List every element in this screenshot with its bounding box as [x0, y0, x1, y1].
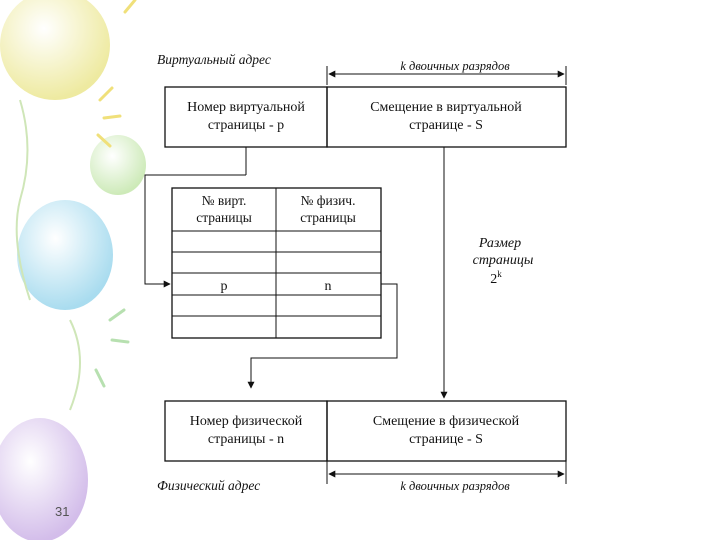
svg-text:Смещение в физической: Смещение в физической	[373, 414, 520, 429]
table-cell-p: p	[221, 279, 228, 294]
page-size-value: 2k	[490, 269, 502, 287]
svg-text:странице - S: странице - S	[409, 432, 483, 447]
svg-text:странице - S: странице - S	[409, 118, 483, 133]
slide-number: 31	[55, 504, 70, 519]
svg-text:Номер виртуальной: Номер виртуальной	[187, 100, 305, 115]
table-header-virtual: № вирт.	[202, 193, 247, 208]
arrow-page-to-table	[144, 174, 171, 288]
balloon-purple	[0, 418, 88, 540]
svg-text:Номер физической: Номер физической	[190, 414, 303, 429]
virtual-bits-label: k двоичных разрядов	[400, 59, 510, 73]
balloon-green	[90, 135, 146, 195]
virtual-address-label: Виртуальный адрес	[157, 52, 271, 67]
svg-text:Смещение в виртуальной: Смещение в виртуальной	[370, 100, 522, 115]
balloon-cyan	[17, 200, 113, 310]
svg-text:страницы: страницы	[300, 210, 356, 225]
svg-text:страницы: страницы	[473, 253, 534, 268]
page-table	[171, 187, 382, 339]
svg-text:страницы: страницы	[196, 210, 252, 225]
arrow-table-to-physical	[247, 283, 398, 389]
table-cell-n: n	[325, 279, 332, 294]
virtual-page-cell	[164, 86, 328, 148]
physical-bits-label: k двоичных разрядов	[400, 479, 510, 493]
table-header-physical: № физич.	[301, 193, 356, 208]
balloon-decoration	[0, 0, 146, 540]
physical-address-label: Физический адрес	[157, 478, 260, 493]
physical-offset-cell	[326, 400, 567, 462]
page-size-label: Размер	[478, 236, 521, 251]
svg-text:страницы - p: страницы - p	[208, 118, 284, 133]
svg-text:страницы - n: страницы - n	[208, 432, 284, 447]
balloon-yellow	[0, 0, 110, 100]
physical-page-cell	[164, 400, 328, 462]
virtual-offset-cell	[326, 86, 567, 148]
